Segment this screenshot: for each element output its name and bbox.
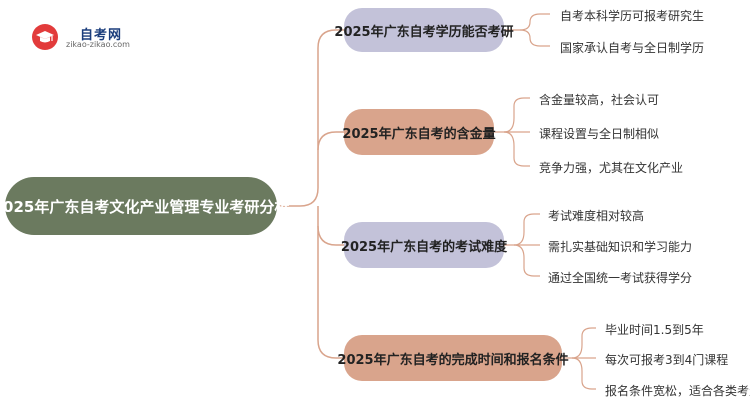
leaf-connector-1	[504, 13, 550, 31]
leaf-connector-1	[519, 29, 550, 47]
leaf-connector-2	[503, 131, 530, 167]
leaf-item: 毕业时间1.5到5年	[605, 323, 704, 337]
leaf-item: 竞争力强，尤其在文化产业	[539, 161, 684, 175]
branch-node-1: 2025年广东自考学历能否考研	[334, 8, 514, 52]
branch-connector-2	[317, 131, 344, 151]
leaf-item: 需扎实基础知识和学习能力	[548, 240, 693, 254]
leaf-connector-4	[562, 327, 596, 359]
leaf-connector-3	[504, 213, 540, 246]
graduation-cap-icon	[32, 24, 58, 50]
leaf-item: 报名条件宽松，适合各类考生	[605, 384, 750, 398]
branch-label: 2025年广东自考的考试难度	[340, 239, 508, 255]
leaf-connector-2	[494, 97, 530, 133]
logo-url: zikao-zikao.com	[66, 40, 130, 49]
root-node: 2025年广东自考文化产业管理专业考研分析	[0, 177, 289, 235]
leaf-item: 通过全国统一考试获得学分	[548, 271, 693, 285]
root-label: 2025年广东自考文化产业管理专业考研分析	[0, 197, 290, 216]
site-logo: 自考网 zikao-zikao.com	[30, 22, 150, 52]
leaf-item: 考试难度相对较高	[548, 209, 645, 223]
leaf-item: 每次可报考3到4门课程	[605, 353, 729, 367]
leaf-item: 课程设置与全日制相似	[539, 127, 660, 141]
branch-label: 2025年广东自考学历能否考研	[334, 24, 514, 40]
root-connector	[277, 29, 344, 207]
branch-label: 2025年广东自考的含金量	[342, 126, 496, 142]
branch-label: 2025年广东自考的完成时间和报名条件	[337, 352, 569, 368]
branch-node-3: 2025年广东自考的考试难度	[340, 222, 508, 268]
leaf-connector-4	[571, 357, 596, 390]
leaf-item: 国家承认自考与全日制学历	[560, 41, 705, 55]
leaf-item: 含金量较高，社会认可	[539, 93, 660, 107]
branch-node-4: 2025年广东自考的完成时间和报名条件	[337, 335, 569, 381]
leaf-connector-3	[513, 244, 540, 277]
leaf-item: 自考本科学历可报考研究生	[560, 9, 705, 23]
branch-connector-4	[317, 226, 344, 359]
branch-node-2: 2025年广东自考的含金量	[342, 109, 496, 155]
logo-title: 自考网	[80, 28, 123, 43]
